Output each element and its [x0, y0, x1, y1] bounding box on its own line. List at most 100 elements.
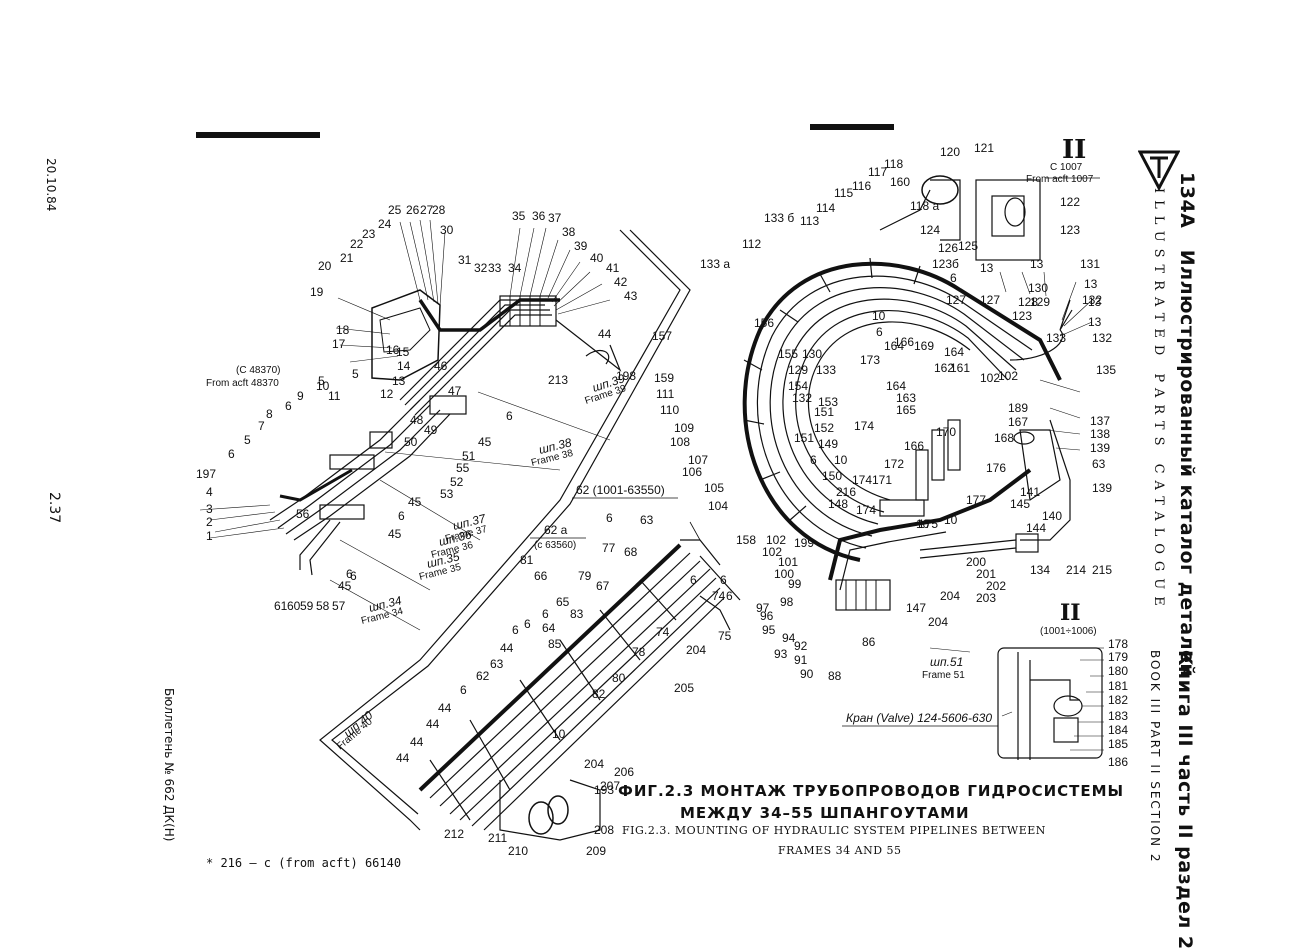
callout-number: 8	[266, 407, 273, 421]
hydraulic-pipeline-diagram: 1234197657869510115564564564557585960616…	[196, 124, 1128, 858]
callout-number: 94	[782, 631, 796, 645]
right-pipe-assembly	[742, 175, 1100, 653]
callout-number: 175	[918, 517, 938, 531]
callout-number: 95	[762, 623, 776, 637]
callout-number: 63	[1092, 457, 1106, 471]
callout-number: 16	[386, 343, 400, 357]
callout-number: 44	[426, 717, 440, 731]
callout-number: 27	[420, 203, 434, 217]
callout-number: 48	[410, 413, 424, 427]
callout-number: 85	[548, 637, 562, 651]
callout-number: 6	[512, 623, 519, 637]
callout-number: 1	[206, 529, 213, 543]
callout-numbers: 1234197657869510115564564564557585960616…	[196, 141, 1128, 858]
callout-number: 160	[890, 175, 910, 189]
callout-number: 135	[1096, 363, 1116, 377]
callout-number: 201	[976, 567, 996, 581]
callout-number: 212	[444, 827, 464, 841]
callout-number: 31	[458, 253, 472, 267]
callout-number: 90	[800, 667, 814, 681]
callout-number: 185	[1108, 737, 1128, 751]
callout-number: 17	[332, 337, 346, 351]
callout-number: 198	[616, 369, 636, 383]
callout-number: 200	[966, 555, 986, 569]
callout-number: 7	[258, 419, 265, 433]
callout-number: 51	[462, 449, 476, 463]
callout-number: 35	[512, 209, 526, 223]
callout-number: 88	[828, 669, 842, 683]
callout-number: 124	[920, 223, 940, 237]
callout-number: 6	[285, 399, 292, 413]
callout-number: 57	[332, 599, 346, 613]
callout-number: 177	[966, 493, 986, 507]
callout-number: 204	[584, 757, 604, 771]
callout-number: 61	[274, 599, 288, 613]
callout-number: 140	[1042, 509, 1062, 523]
callout-number: 40	[590, 251, 604, 265]
callout-number: 155	[778, 347, 798, 361]
callout-number: 107	[688, 453, 708, 467]
callout-number: 5	[352, 367, 359, 381]
callout-number: 153	[818, 395, 838, 409]
callout-number: 14	[397, 359, 411, 373]
callout-number: 19	[310, 285, 324, 299]
callout-number: 184	[1108, 723, 1128, 737]
callout-number: 45	[388, 527, 402, 541]
callout-number: 102	[980, 371, 1000, 385]
callout-number: 123	[1060, 223, 1080, 237]
callout-number: 105	[704, 481, 724, 495]
callout-number: 211	[488, 831, 507, 845]
callout-number: 102	[998, 369, 1018, 383]
callout-number: 2	[206, 515, 213, 529]
callout-number: 13	[1030, 257, 1044, 271]
callout-number: 161	[950, 361, 970, 375]
callout-number: 79	[578, 569, 592, 583]
callout-number: 6	[346, 567, 353, 581]
callout-number: 13	[1084, 277, 1098, 291]
callout-number: 39	[574, 239, 588, 253]
callout-number: 68	[624, 545, 638, 559]
callout-number: 13	[1088, 315, 1102, 329]
callout-number: 11	[328, 389, 341, 403]
callout-number: 214	[1066, 563, 1086, 577]
callout-number: 6	[606, 511, 613, 525]
callout-number: 67	[596, 579, 610, 593]
callout-number: 193	[594, 783, 614, 797]
callout-number: 178	[1108, 637, 1128, 651]
valve-label: Кран (Valve) 124-5606-630	[846, 711, 992, 725]
callout-number: 53	[440, 487, 454, 501]
return-pipe-inner	[331, 229, 691, 815]
callout-number: 154	[788, 379, 808, 393]
callout-number: 159	[654, 371, 674, 385]
callout-number: 111	[656, 387, 675, 401]
callout-number: 55	[456, 461, 470, 475]
callout-number: 15	[396, 345, 410, 359]
frame-label-en: Frame 51	[922, 670, 965, 681]
callout-number: 6	[506, 409, 513, 423]
callout-number: 38	[562, 225, 576, 239]
callout-number: 122	[1060, 195, 1080, 209]
callout-number: 133 б	[764, 211, 794, 225]
callout-number: 174	[856, 503, 876, 517]
callout-number: 66	[534, 569, 548, 583]
note-from-48370-en: From acft 48370	[206, 378, 279, 389]
callout-number: 164	[944, 345, 964, 359]
callout-number: 64	[542, 621, 556, 635]
note-item62a-note: (с 63560)	[534, 540, 576, 551]
callout-number: 108	[670, 435, 690, 449]
callout-number: 152	[814, 421, 834, 435]
callout-number: 63	[640, 513, 654, 527]
callout-number: 82	[592, 687, 606, 701]
callout-number: 165	[896, 403, 916, 417]
callout-number: 164	[886, 379, 906, 393]
callout-number: 22	[350, 237, 364, 251]
callout-number: 102	[766, 533, 786, 547]
callout-number: 129	[1030, 295, 1050, 309]
callout-number: 169	[914, 339, 934, 353]
callout-number: 50	[404, 435, 418, 449]
callout-number: 36	[532, 209, 546, 223]
callout-number: 5	[318, 374, 325, 388]
callout-number: 6	[398, 509, 405, 523]
callout-number: 101	[778, 555, 798, 569]
callout-number: 125	[958, 239, 978, 253]
